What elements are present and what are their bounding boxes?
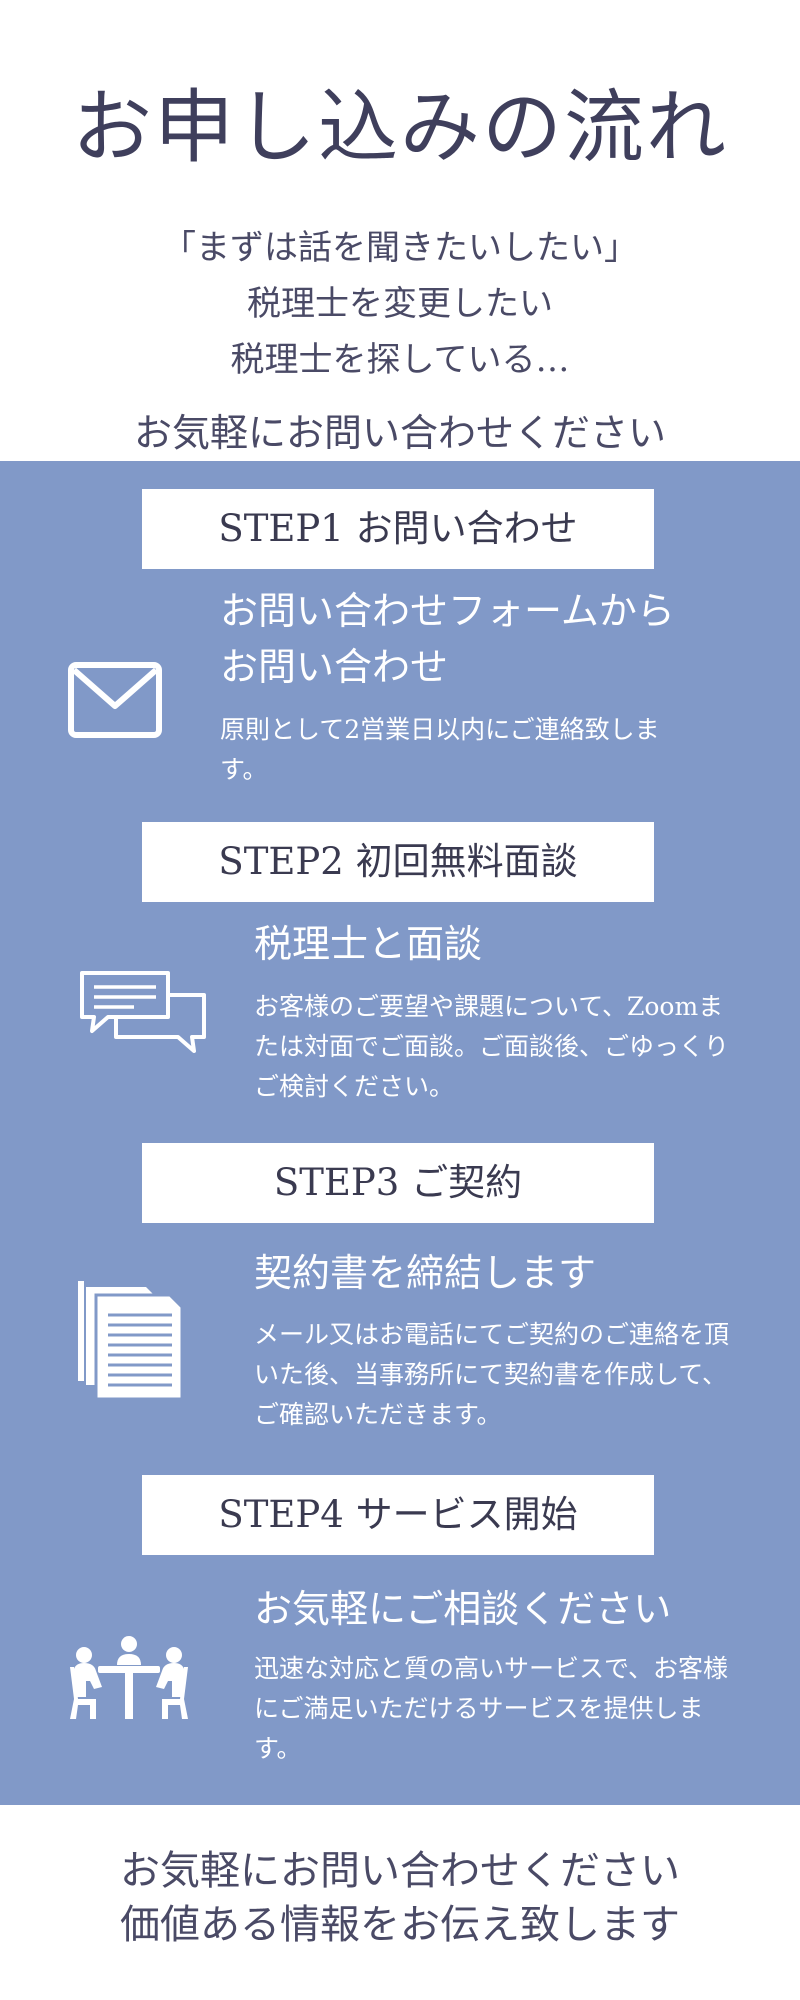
step3-description: メール又はお電話にてご契約のご連絡を頂 いた後、当事務所にて契約書を作成して、 … <box>254 1320 730 1429</box>
footer-line: お気軽にお問い合わせください <box>120 1848 680 1894</box>
step4-heading: お気軽にご相談ください <box>254 1587 672 1631</box>
step2-description: お客様のご要望や課題について、Zoomま たは対面でご面談。ご面談後、ごゆっくり… <box>254 992 730 1101</box>
step4-description: 迅速な対応と質の高いサービスで、お客様 にご満足いただけるサービスを提供しま す… <box>254 1654 729 1763</box>
intro-line: 「まずは話を聞きたいしたい」 <box>162 228 638 268</box>
step1-description: 原則として2営業日以内にご連絡致しま す。 <box>220 715 660 784</box>
footer-line: 価値ある情報をお伝え致します <box>120 1902 680 1948</box>
steps-section: STEP1 お問い合わせ お問い合わせフォームから お問い合わせ 原則として2営… <box>0 461 800 1805</box>
step3-heading: 契約書を締結します <box>254 1251 597 1295</box>
step1-heading: お問い合わせフォームから お問い合わせ <box>220 589 675 689</box>
envelope-icon <box>68 662 162 742</box>
page-title: お申し込みの流れ <box>72 81 728 174</box>
chat-bubbles-icon <box>78 969 208 1059</box>
step3-label: STEP3 ご契約 <box>142 1143 654 1223</box>
step2-heading: 税理士と面談 <box>254 922 483 966</box>
intro-cta: お気軽にお問い合わせください <box>133 411 666 455</box>
meeting-icon <box>68 1635 190 1725</box>
step2-label: STEP2 初回無料面談 <box>142 822 654 902</box>
step1-label: STEP1 お問い合わせ <box>142 489 654 569</box>
intro-line: 税理士を探している… <box>230 340 570 380</box>
step4-label: STEP4 サービス開始 <box>142 1475 654 1555</box>
intro-section: お申し込みの流れ 「まずは話を聞きたいしたい」 税理士を変更したい 税理士を探し… <box>0 0 800 461</box>
footer-section: お気軽にお問い合わせください 価値ある情報をお伝え致します <box>0 1805 800 2000</box>
intro-line: 税理士を変更したい <box>247 284 553 324</box>
intro-text: 「まずは話を聞きたいしたい」 税理士を変更したい 税理士を探している… <box>0 220 800 388</box>
documents-icon <box>72 1281 186 1405</box>
